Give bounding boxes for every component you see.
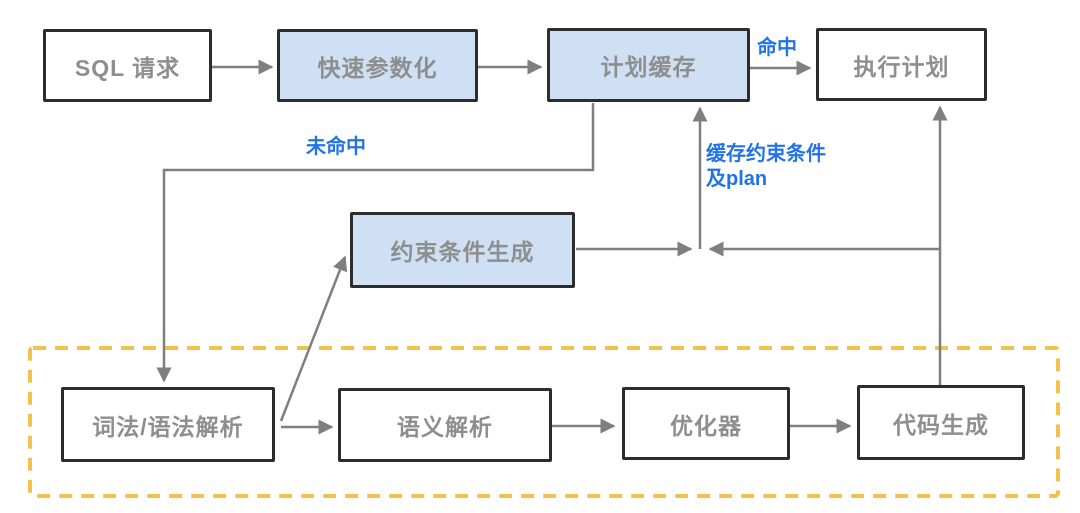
- edge-label-cache-note: 缓存约束条件 及plan: [706, 142, 826, 192]
- edge-label-cache-note-line1: 缓存约束条件: [706, 143, 826, 165]
- node-optimizer-label: 优化器: [670, 412, 742, 439]
- edge-label-miss: 未命中: [306, 136, 366, 158]
- node-execution-plan: 执行计划: [816, 28, 987, 101]
- node-plan-cache: 计划缓存: [547, 28, 750, 102]
- node-constraint-generation-label: 约束条件生成: [390, 239, 535, 265]
- node-plan-cache-label: 计划缓存: [600, 54, 697, 80]
- node-code-generation-label: 代码生成: [893, 411, 989, 438]
- node-lexical-syntax-parse: 词法/语法解析: [61, 387, 275, 462]
- node-fast-parameterization: 快速参数化: [277, 29, 478, 102]
- node-semantic-parse: 语义解析: [338, 388, 552, 462]
- node-lexical-syntax-parse-label: 词法/语法解析: [92, 413, 244, 440]
- arrow-lexer-to-constraintgen: [279, 255, 348, 422]
- edge-label-cache-note-line2: 及plan: [706, 168, 768, 190]
- node-sql-request: SQL 请求: [43, 29, 212, 102]
- node-constraint-generation: 约束条件生成: [350, 212, 575, 288]
- edge-label-hit: 命中: [757, 37, 797, 59]
- node-semantic-parse-label: 语义解析: [397, 414, 493, 440]
- node-optimizer: 优化器: [622, 387, 790, 460]
- node-sql-request-label: SQL 请求: [74, 54, 181, 81]
- node-fast-parameterization-label: 快速参数化: [317, 54, 438, 81]
- node-execution-plan-label: 执行计划: [853, 53, 950, 80]
- node-code-generation: 代码生成: [857, 385, 1025, 460]
